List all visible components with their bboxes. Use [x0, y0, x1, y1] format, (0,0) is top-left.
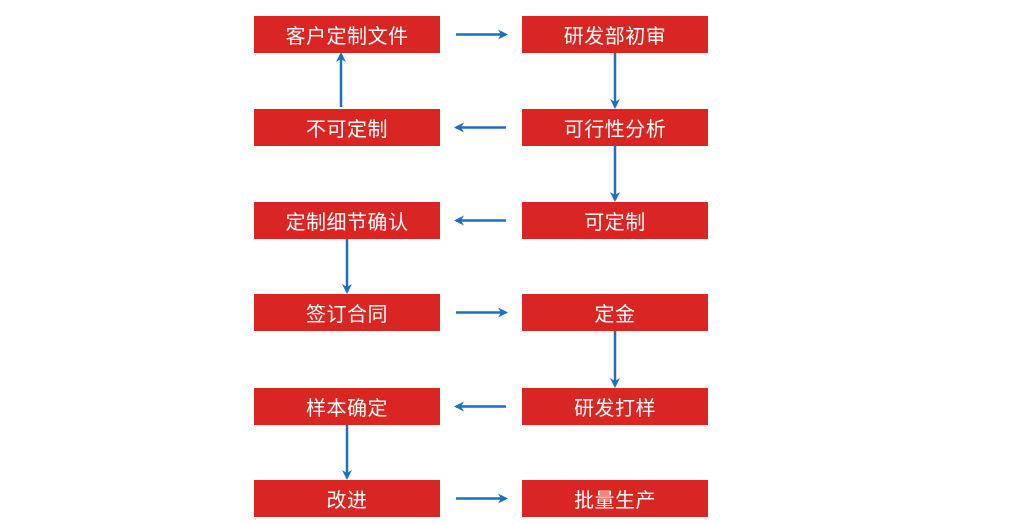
step-detail-confirm: 定制细节确认 [254, 202, 440, 239]
step-label: 定金 [594, 302, 636, 326]
step-label: 可行性分析 [563, 117, 667, 141]
step-label: 可定制 [584, 210, 646, 234]
step-customizable: 可定制 [522, 202, 708, 239]
step-sample-confirm: 样本确定 [254, 388, 440, 425]
step-label: 定制细节确认 [285, 210, 409, 234]
step-rd-sample: 研发打样 [522, 388, 708, 425]
step-label: 客户定制文件 [285, 24, 409, 48]
step-label: 签订合同 [306, 302, 388, 326]
step-label: 不可定制 [306, 117, 388, 141]
step-sign-contract: 签订合同 [254, 294, 440, 331]
step-deposit: 定金 [522, 294, 708, 331]
step-improve: 改进 [254, 480, 440, 517]
step-label: 研发部初审 [563, 24, 667, 48]
step-rd-review: 研发部初审 [522, 16, 708, 53]
step-not-customizable: 不可定制 [254, 109, 440, 146]
step-label: 批量生产 [574, 488, 656, 512]
step-label: 研发打样 [574, 396, 656, 420]
step-mass-production: 批量生产 [522, 480, 708, 517]
step-customer-file: 客户定制文件 [254, 16, 440, 53]
step-label: 样本确定 [306, 396, 388, 420]
step-label: 改进 [326, 488, 368, 512]
step-feasibility: 可行性分析 [522, 109, 708, 146]
